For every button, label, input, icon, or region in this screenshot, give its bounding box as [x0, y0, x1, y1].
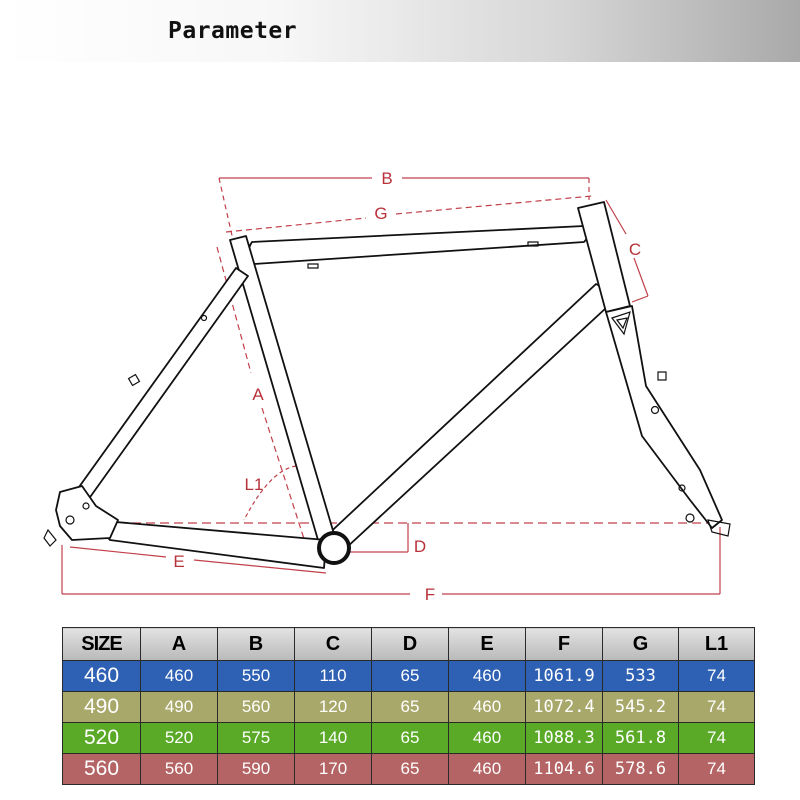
col-header-c: C [294, 627, 372, 661]
table-cell: 65 [371, 722, 449, 754]
table-cell: 1072.4 [525, 691, 603, 723]
table-cell: 120 [294, 691, 372, 723]
dim-label-d: D [414, 537, 426, 556]
col-header-g: G [602, 627, 679, 661]
table-row: 490 490 560 120 65 460 1072.4 545.2 74 [62, 691, 755, 723]
spec-table: SIZE A B C D E F G L1 460 460 550 110 65… [62, 627, 755, 785]
table-cell: 74 [678, 691, 755, 723]
table-cell: 520 [140, 722, 218, 754]
size-cell: 460 [62, 660, 141, 692]
col-header-e: E [448, 627, 526, 661]
table-row: 520 520 575 140 65 460 1088.3 561.8 74 [62, 722, 755, 754]
dim-label-f: F [425, 585, 435, 604]
table-cell: 575 [217, 722, 295, 754]
header-bar: Parameter [0, 0, 800, 62]
table-cell: 1061.9 [525, 660, 603, 692]
table-cell: 1088.3 [525, 722, 603, 754]
table-cell: 65 [371, 660, 449, 692]
size-cell: 520 [62, 722, 141, 754]
dim-label-e: E [173, 552, 184, 571]
table-cell: 490 [140, 691, 218, 723]
table-cell: 560 [140, 753, 218, 785]
dim-label-a: A [252, 385, 264, 404]
table-cell: 590 [217, 753, 295, 785]
dim-label-l1: L1 [245, 475, 264, 494]
frame-details [43, 241, 731, 547]
table-cell: 110 [294, 660, 372, 692]
col-header-d: D [371, 627, 449, 661]
size-cell: 560 [62, 753, 141, 785]
col-header-f: F [525, 627, 603, 661]
dim-label-g: G [374, 204, 387, 223]
col-header-size: SIZE [62, 627, 141, 661]
table-header-row: SIZE A B C D E F G L1 [62, 627, 755, 661]
bike-frame-diagram: B G C A L1 D E F [43, 169, 731, 604]
table-cell: 140 [294, 722, 372, 754]
table-cell: 550 [217, 660, 295, 692]
table-row: 560 560 590 170 65 460 1104.6 578.6 74 [62, 753, 755, 785]
table-cell: 460 [448, 660, 526, 692]
table-cell: 65 [371, 691, 449, 723]
col-header-l1: L1 [678, 627, 755, 661]
table-cell: 74 [678, 660, 755, 692]
table-cell: 460 [448, 691, 526, 723]
table-cell: 460 [448, 753, 526, 785]
dim-label-b: B [381, 169, 392, 188]
table-cell: 460 [448, 722, 526, 754]
table-cell: 533 [602, 660, 679, 692]
bottom-bracket [317, 531, 351, 565]
table-cell: 1104.6 [525, 753, 603, 785]
table-cell: 74 [678, 722, 755, 754]
table-cell: 460 [140, 660, 218, 692]
size-cell: 490 [62, 691, 141, 723]
dim-label-c: C [629, 240, 641, 259]
page-title: Parameter [168, 18, 298, 44]
table-cell: 545.2 [602, 691, 679, 723]
table-cell: 170 [294, 753, 372, 785]
table-cell: 74 [678, 753, 755, 785]
table-cell: 560 [217, 691, 295, 723]
table-cell: 578.6 [602, 753, 679, 785]
dimension-lines [61, 177, 721, 595]
table-cell: 561.8 [602, 722, 679, 754]
frame-outline [55, 201, 723, 569]
table-cell: 65 [371, 753, 449, 785]
table-row: 460 460 550 110 65 460 1061.9 533 74 [62, 660, 755, 692]
col-header-b: B [217, 627, 295, 661]
col-header-a: A [140, 627, 218, 661]
